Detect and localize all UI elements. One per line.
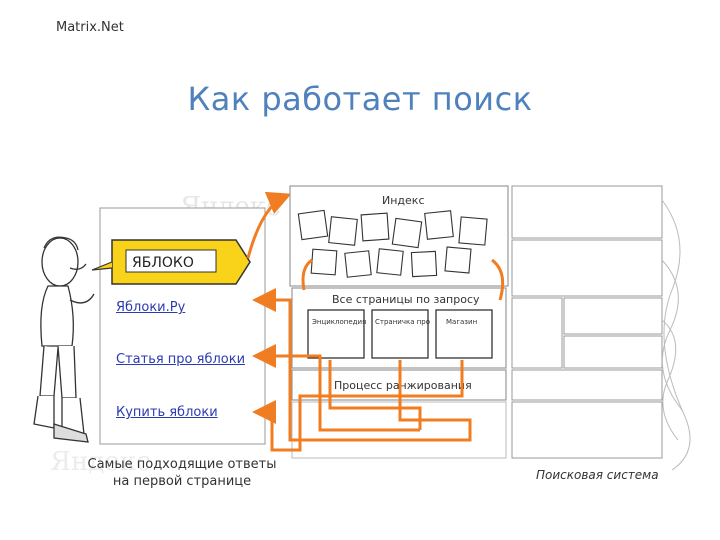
- result-link-2[interactable]: Статья про яблоки: [116, 352, 246, 367]
- ranking-arrows: [252, 288, 472, 452]
- result-cards: [307, 309, 493, 359]
- watermark-3: Яндекс: [50, 447, 151, 477]
- index-pages: [297, 209, 488, 278]
- brand-label: Matrix.Net: [56, 20, 124, 35]
- arc-right: [491, 258, 505, 301]
- result-link-1[interactable]: Яблоки.Ру: [116, 300, 186, 315]
- result-link-3[interactable]: Купить яблоки: [116, 405, 218, 420]
- all-pages-label: Все страницы по запросу: [332, 293, 480, 306]
- cables: [661, 199, 691, 471]
- server-rack: [511, 185, 663, 459]
- query-arrow: [246, 191, 292, 259]
- person-figure: [33, 236, 95, 443]
- index-label: Индекс: [382, 194, 425, 207]
- arc-left: [301, 258, 313, 291]
- results-caption: Самые подходящие ответы на первой страни…: [84, 456, 280, 490]
- query-callout: [91, 239, 251, 285]
- ranking-label: Процесс ранжирования: [334, 379, 472, 392]
- query-text: ЯБЛОКО: [132, 255, 194, 271]
- card-label-2: Страничка про: [375, 318, 430, 326]
- system-label: Поисковая система: [536, 468, 659, 482]
- card-label-1: Энциклопедия: [312, 318, 366, 326]
- slide-title: Как работает поиск: [187, 80, 533, 118]
- results-caption-line2: на первой странице: [112, 474, 252, 489]
- card-label-3: Магазин: [446, 318, 477, 326]
- results-caption-line1: Самые подходящие ответы: [87, 457, 277, 472]
